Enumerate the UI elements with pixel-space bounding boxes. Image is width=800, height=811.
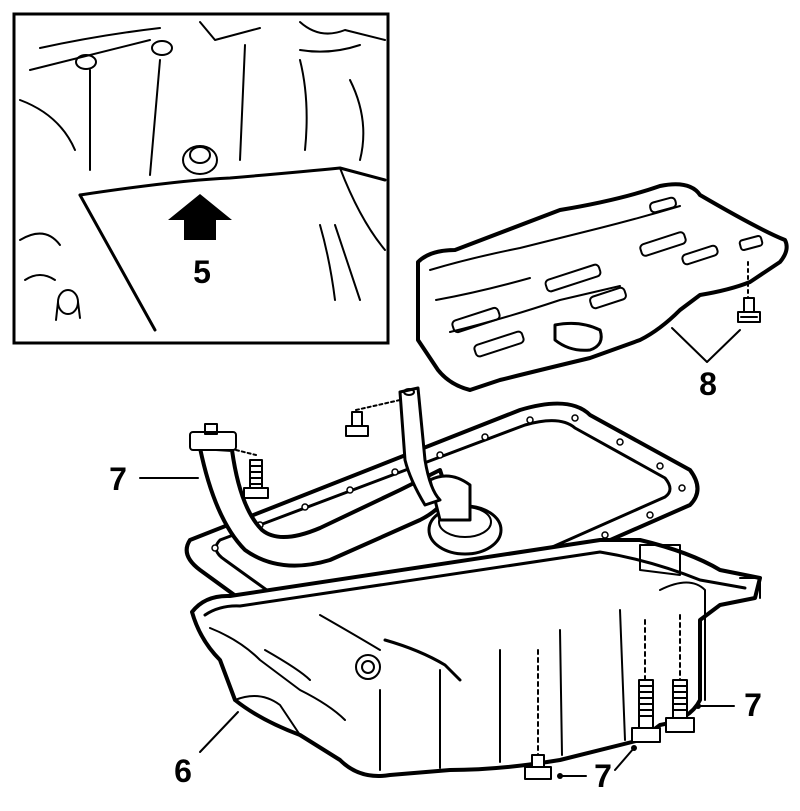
oil-pickup-tube: 7 xyxy=(109,386,503,568)
pan-bolts: 7 7 xyxy=(524,614,762,794)
long-bolt-left xyxy=(631,679,661,743)
callout-label-7-bottom: 7 xyxy=(594,758,612,794)
callout-label-8: 8 xyxy=(699,366,717,402)
windage-baffle-plate: 8 xyxy=(416,182,789,402)
long-bolt-right xyxy=(665,679,695,733)
callout-label-6: 6 xyxy=(174,753,192,789)
drain-plug-inset: 5 xyxy=(12,12,390,345)
short-bolt-bottom xyxy=(524,754,552,780)
oil-pan: 6 xyxy=(174,538,762,789)
callout-label-7-right: 7 xyxy=(744,687,762,723)
callout-label-5: 5 xyxy=(193,254,211,290)
callout-label-7-pickup: 7 xyxy=(109,461,127,497)
